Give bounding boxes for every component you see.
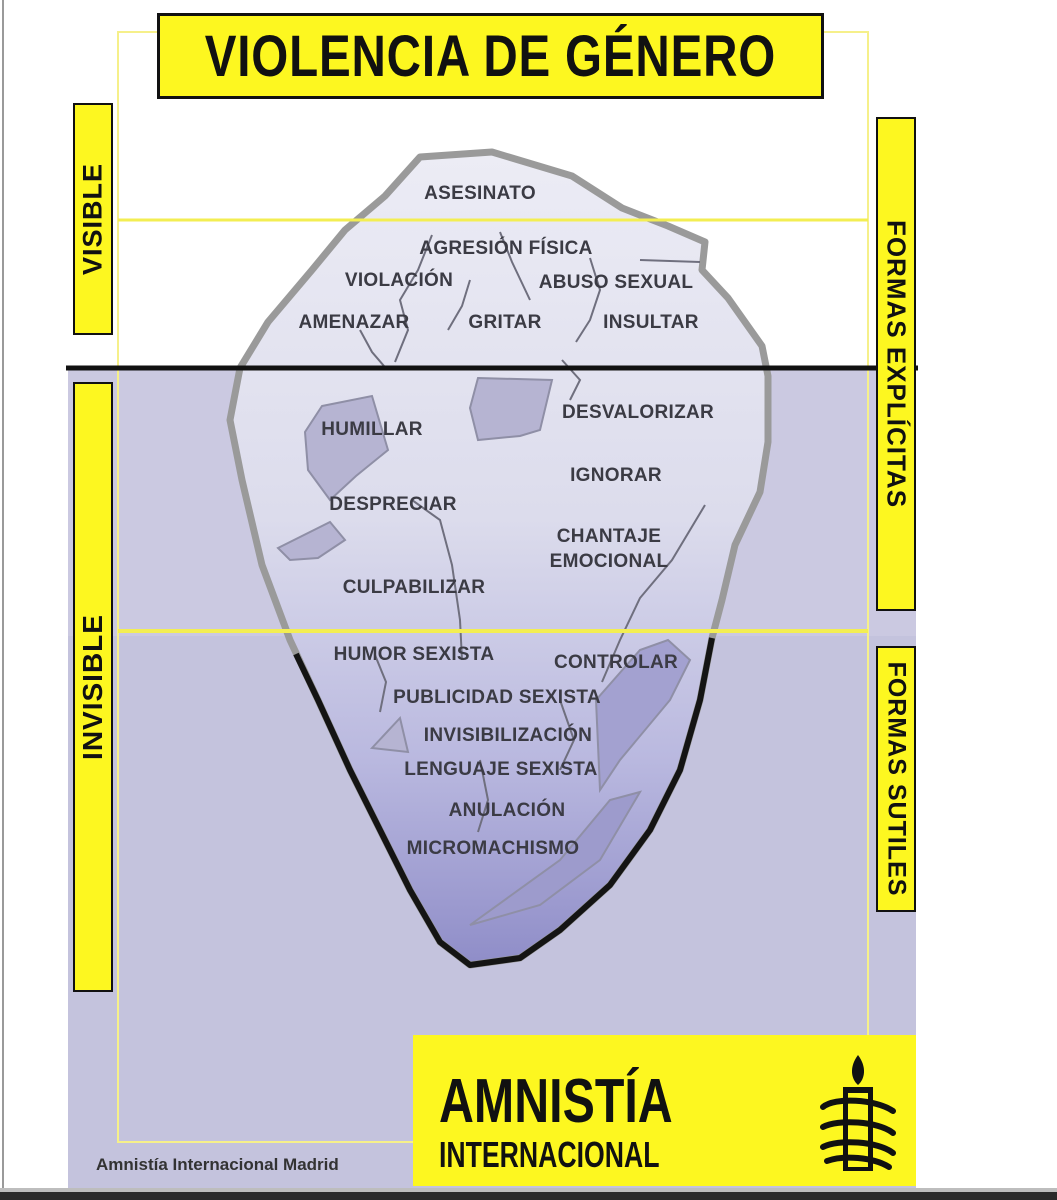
term-humillar: HUMILLAR bbox=[321, 419, 423, 440]
term-desvalorizar: DESVALORIZAR bbox=[561, 402, 715, 423]
organization-name: AMNISTÍA bbox=[439, 1067, 673, 1136]
term-emocional: EMOCIONAL bbox=[549, 551, 669, 572]
iceberg-cracks bbox=[359, 231, 706, 833]
frame-bottom-edge bbox=[0, 1188, 1057, 1200]
label-formas-sutiles: FORMAS SUTILES bbox=[882, 661, 911, 897]
iceberg-facets bbox=[276, 376, 692, 926]
term-insultar: INSULTAR bbox=[603, 312, 699, 333]
term-micromachismo: MICROMACHISMO bbox=[406, 838, 580, 859]
term-agresion-fisica: AGRESIÓN FÍSICA bbox=[419, 238, 593, 259]
label-bar-invisible: INVISIBLE bbox=[73, 382, 113, 992]
frame-edge bbox=[2, 0, 4, 1200]
term-publicidad-sexista: PUBLICIDAD SEXISTA bbox=[393, 687, 601, 708]
term-ignorar: IGNORAR bbox=[570, 465, 662, 486]
label-formas-explicitas: FORMAS EXPLÍCITAS bbox=[881, 219, 912, 509]
term-gritar: GRITAR bbox=[468, 312, 542, 333]
term-chantaje: CHANTAJE bbox=[556, 526, 662, 547]
organization-banner: AMNISTÍA INTERNACIONAL bbox=[413, 1035, 916, 1186]
title-banner: VIOLENCIA DE GÉNERO bbox=[157, 13, 824, 99]
label-bar-formas-sutiles: FORMAS SUTILES bbox=[876, 646, 916, 912]
candle-logo-icon bbox=[820, 1055, 896, 1171]
term-abuso-sexual: ABUSO SEXUAL bbox=[538, 272, 694, 293]
label-bar-formas-explicitas: FORMAS EXPLÍCITAS bbox=[876, 117, 916, 611]
credit-text: Amnistía Internacional Madrid bbox=[96, 1155, 339, 1174]
iceberg-deep-outline bbox=[293, 637, 715, 968]
term-humor-sexista: HUMOR SEXISTA bbox=[333, 644, 495, 665]
term-culpabilizar: CULPABILIZAR bbox=[342, 577, 486, 598]
label-bar-visible: VISIBLE bbox=[73, 103, 113, 335]
label-visible: VISIBLE bbox=[77, 162, 108, 276]
term-amenazar: AMENAZAR bbox=[298, 312, 410, 333]
term-despreciar: DESPRECIAR bbox=[329, 494, 457, 515]
term-controlar: CONTROLAR bbox=[553, 652, 679, 673]
label-invisible: INVISIBLE bbox=[77, 614, 108, 760]
organization-subtitle: INTERNACIONAL bbox=[439, 1134, 660, 1175]
term-anulacion: ANULACIÓN bbox=[448, 800, 566, 821]
term-asesinato: ASESINATO bbox=[424, 183, 536, 204]
term-lenguaje-sexista: LENGUAJE SEXISTA bbox=[404, 759, 598, 780]
term-invisibilizacion: INVISIBILIZACIÓN bbox=[423, 725, 593, 746]
term-violacion: VIOLACIÓN bbox=[344, 270, 454, 291]
page-title: VIOLENCIA DE GÉNERO bbox=[204, 23, 777, 89]
